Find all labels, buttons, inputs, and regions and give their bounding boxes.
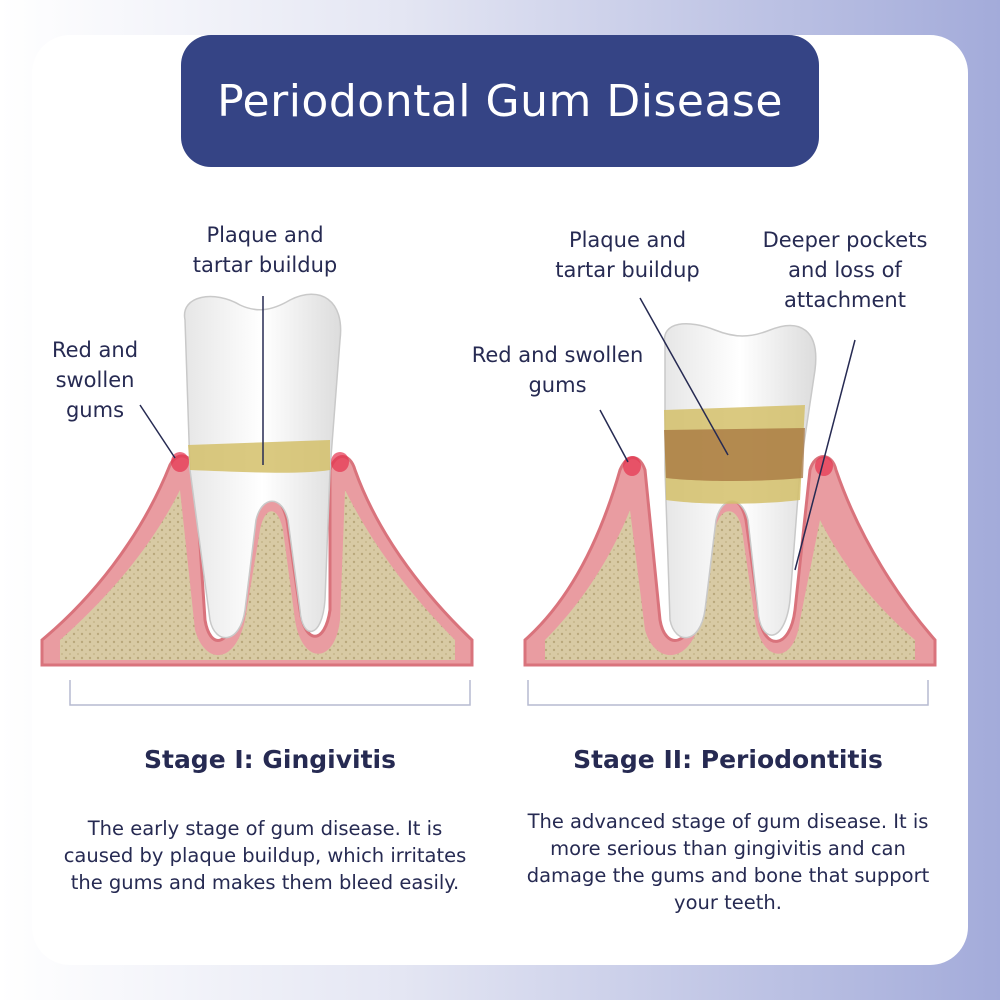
tartar: [188, 440, 330, 473]
bone: [545, 510, 915, 660]
stage-title-gingivitis: Stage I: Gingivitis: [143, 745, 396, 774]
bone: [60, 490, 455, 660]
plaque-label-stage2: Plaque and tartar buildup: [555, 228, 700, 282]
stage-desc-periodontitis: The advanced stage of gum disease. It is…: [526, 810, 930, 914]
gums-label-stage1: Red and swollen gums: [51, 338, 139, 422]
pockets-label-stage2: Deeper pockets and loss of attachment: [762, 228, 928, 312]
stage-desc-gingivitis: The early stage of gum disease. It is ca…: [63, 817, 467, 894]
periodontitis-diagram: [523, 297, 937, 706]
stage-title-periodontitis: Stage II: Periodontitis: [573, 745, 883, 774]
plaque-label-stage1: Plaque and tartar buildup: [192, 223, 338, 277]
gingivitis-diagram: [40, 293, 474, 706]
gums-label-stage2: Red and swollen gums: [471, 343, 644, 397]
page-title: Periodontal Gum Disease: [181, 35, 819, 167]
